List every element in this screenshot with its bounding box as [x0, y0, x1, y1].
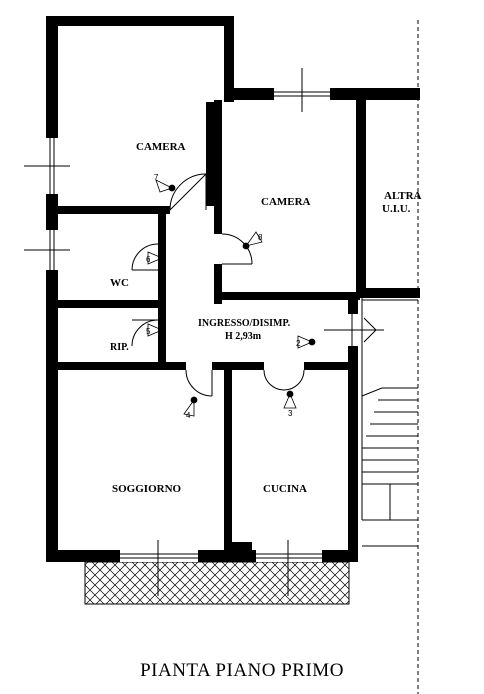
- room-label-rip: RIP.: [110, 342, 129, 353]
- room-label-camera-2: CAMERA: [261, 196, 311, 208]
- room-label-soggiorno: SOGGIORNO: [112, 483, 182, 495]
- photo-point-2: 2: [296, 335, 316, 349]
- photo-point-3: 3: [283, 390, 297, 418]
- plan-title: PIANTA PIANO PRIMO: [140, 660, 344, 681]
- room-label-height: H 2,93m: [225, 331, 262, 342]
- photo-point-4: 4: [183, 396, 198, 420]
- entrance-door: [324, 314, 384, 346]
- room-label-altra-uiu-line2: U.I.U.: [382, 203, 411, 215]
- room-label-ingresso: INGRESSO/DISIMP.: [198, 318, 291, 329]
- room-labels: CAMERA CAMERA ALTRA U.I.U. WC RIP. INGRE…: [110, 141, 422, 495]
- windows: [24, 68, 330, 596]
- balcony-hatch: [84, 561, 350, 605]
- door-swings: [131, 173, 305, 397]
- photo-points: 7 8 6 5 2 4 3: [146, 173, 316, 420]
- room-label-wc: WC: [110, 277, 129, 289]
- photo-point-3-label: 3: [288, 409, 293, 418]
- room-label-camera-1: CAMERA: [136, 141, 186, 153]
- staircase: [361, 296, 418, 547]
- photo-point-6-label: 6: [146, 255, 151, 264]
- photo-point-7: 7: [154, 173, 176, 193]
- photo-point-7-label: 7: [154, 173, 159, 182]
- photo-point-8-label: 8: [258, 233, 263, 242]
- photo-point-5: 5: [146, 323, 166, 337]
- photo-point-4-label: 4: [186, 411, 191, 420]
- room-label-cucina: CUCINA: [263, 483, 307, 495]
- room-label-altra-uiu-line1: ALTRA: [384, 190, 422, 202]
- photo-point-2-label: 2: [296, 339, 301, 348]
- photo-point-5-label: 5: [146, 327, 151, 336]
- photo-point-6: 6: [146, 251, 166, 265]
- photo-point-8: 8: [242, 231, 263, 250]
